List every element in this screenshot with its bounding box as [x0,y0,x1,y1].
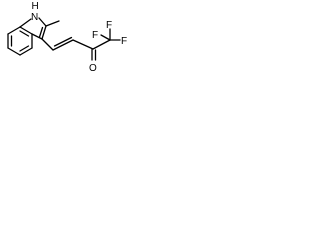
bond-c7a-n1 [19,18,32,28]
bond-c2-c3 [41,25,47,40]
bond-c-f-left [100,34,111,41]
nh-hydrogen-label: H [32,1,39,12]
fluorine-right-label: F [121,36,127,47]
bond-c3-c3a [31,33,43,40]
bond-c3-vinyl [41,38,54,51]
double-bond-inner-c5-c4 [19,45,30,52]
oxygen-label: O [89,63,97,74]
nitrogen-label: N [31,12,38,23]
pyrrole-ring [19,17,47,40]
trifluoromethyl-bonds [100,28,121,41]
fluorine-top-label: F [106,20,112,31]
double-bond-inner-c3a-c7a [19,30,30,37]
fluorine-left-label: F [92,30,98,41]
double-bond-vinyl [53,36,73,47]
bond-c7a-c7 [7,26,21,35]
enone-chain [41,36,111,61]
bond-c3a-c7a [19,26,33,35]
bond-carbonyl-cf3 [92,39,111,50]
chemical-structure-diagram: H N O F F F [7,1,127,74]
double-bond-inner-c2-c3 [38,26,44,38]
bond-c6-c5 [7,47,21,56]
bond-ch-carbonyl [72,39,94,50]
bond-vinyl-ch [52,39,74,51]
methyl-bond [45,20,60,27]
bond-c5-c4 [19,47,33,56]
bond-n1-c2 [38,17,47,27]
benzene-ring [7,26,33,56]
